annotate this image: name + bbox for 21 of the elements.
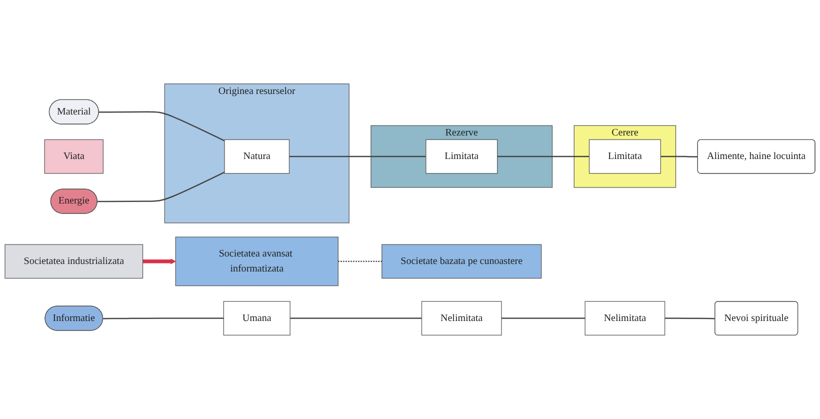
connector — [501, 318, 586, 319]
node-box: Nelimitata — [421, 301, 502, 336]
connector — [660, 156, 698, 158]
connector — [290, 318, 422, 319]
node-box: Societatea avansat informatizata — [175, 236, 338, 286]
arrow — [142, 258, 176, 264]
connector — [98, 111, 225, 142]
node-box: Viata — [44, 139, 104, 174]
node-box: Societate bazata pe cunoastere — [382, 244, 542, 279]
node-box: Nelimitata — [584, 301, 666, 336]
connector — [97, 172, 225, 202]
connector — [338, 260, 382, 262]
node-box: Societatea industrializata — [4, 244, 144, 279]
node-box: Limitata — [426, 139, 498, 174]
connector — [103, 318, 224, 320]
node-box: Limitata — [588, 139, 661, 174]
connector — [664, 318, 716, 320]
connector — [497, 156, 590, 158]
node-box: Umana — [223, 301, 290, 336]
node-box: Natura — [224, 139, 290, 174]
connector — [289, 156, 426, 158]
